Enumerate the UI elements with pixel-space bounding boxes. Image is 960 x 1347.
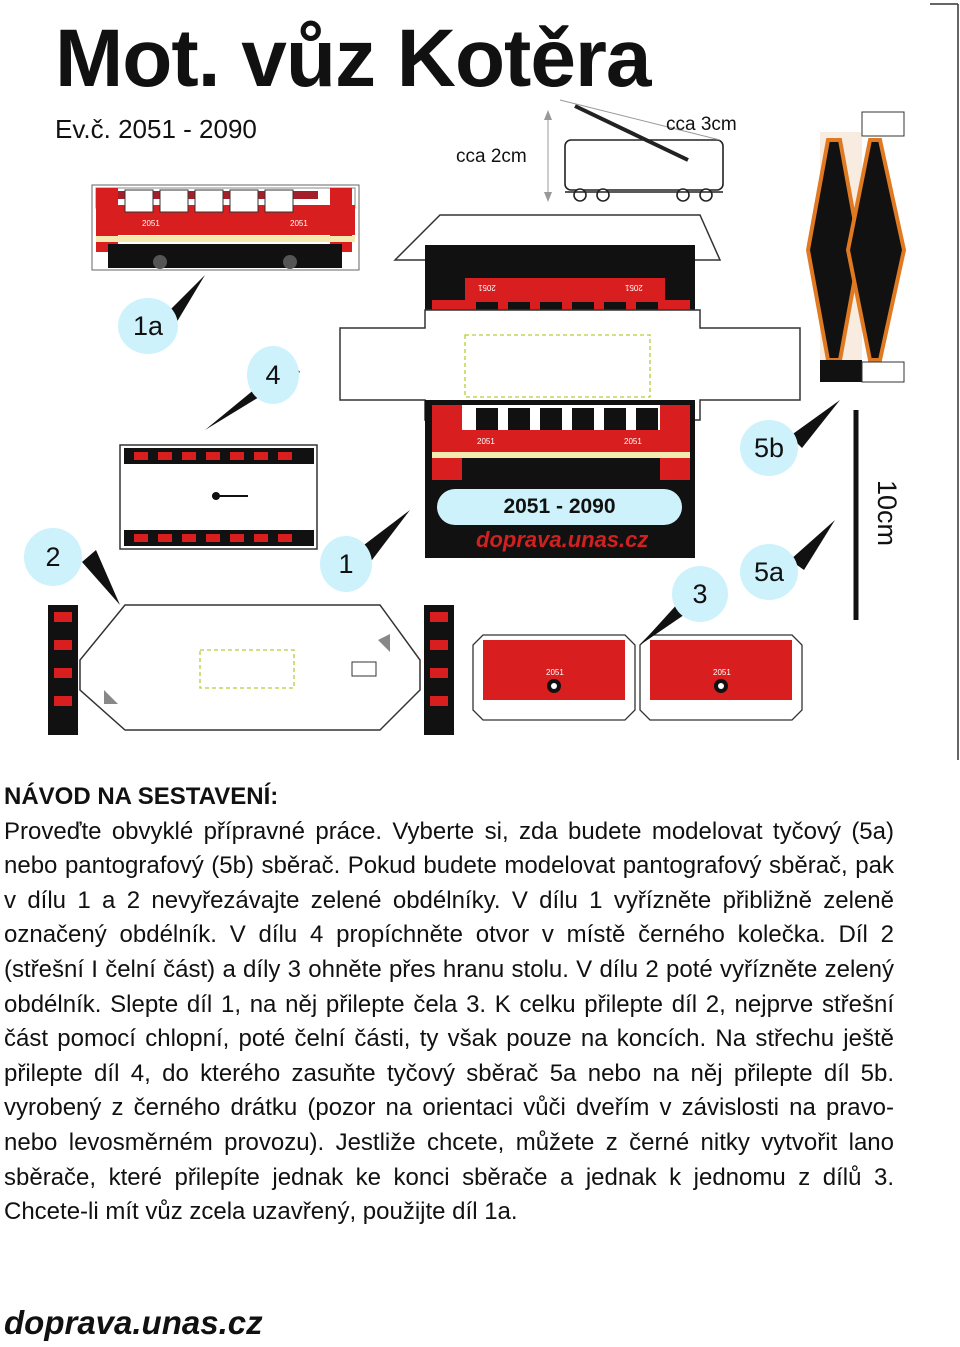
pantograph-part-5b	[805, 111, 907, 383]
assembly-instructions: NÁVOD NA SESTAVENÍ: Proveďte obvyklé pří…	[4, 780, 894, 1230]
front-number-left: 2051	[546, 668, 564, 677]
part-label-5a: 5a	[740, 544, 798, 600]
part-label-1a: 1a	[118, 298, 178, 354]
tram-side-part-1a	[91, 184, 360, 271]
car-number-1a-left: 2051	[142, 219, 160, 228]
footer-website: doprava.unas.cz	[4, 1304, 263, 1341]
car-number-top-left: 2051	[478, 283, 496, 292]
instructions-heading: NÁVOD NA SESTAVENÍ:	[4, 783, 279, 810]
dimension-diagram	[544, 99, 724, 202]
front-ends-part-3	[472, 634, 803, 721]
part-label-4: 4	[247, 346, 299, 404]
car-number-1a-right: 2051	[290, 219, 308, 228]
page-title: Mot. vůz Kotěra	[55, 13, 651, 104]
car-number-bottom-left: 2051	[477, 437, 495, 446]
roof-part-4	[119, 444, 318, 550]
part-label-3: 3	[672, 566, 728, 622]
model-website-text: doprava.unas.cz	[476, 527, 649, 552]
part-label-1: 1	[320, 536, 372, 592]
floor-part-1	[48, 604, 454, 735]
height-dimension-label: cca 2cm	[456, 146, 527, 167]
part-label-5b: 5b	[740, 420, 798, 476]
scale-bar	[930, 3, 959, 760]
tram-body-bottom-panel	[425, 400, 695, 558]
scale-label: 10cm	[872, 480, 902, 547]
car-number-top-right: 2051	[625, 283, 643, 292]
number-range-pill: 2051 - 2090	[437, 489, 682, 525]
length-dimension-label: cca 3cm	[666, 114, 737, 135]
part-label-2: 2	[24, 528, 82, 586]
evidence-number-range: Ev.č. 2051 - 2090	[55, 114, 257, 144]
instructions-body: Proveďte obvyklé přípravné práce. Vybert…	[4, 817, 894, 1226]
front-number-right: 2051	[713, 668, 731, 677]
car-number-bottom-right: 2051	[624, 437, 642, 446]
